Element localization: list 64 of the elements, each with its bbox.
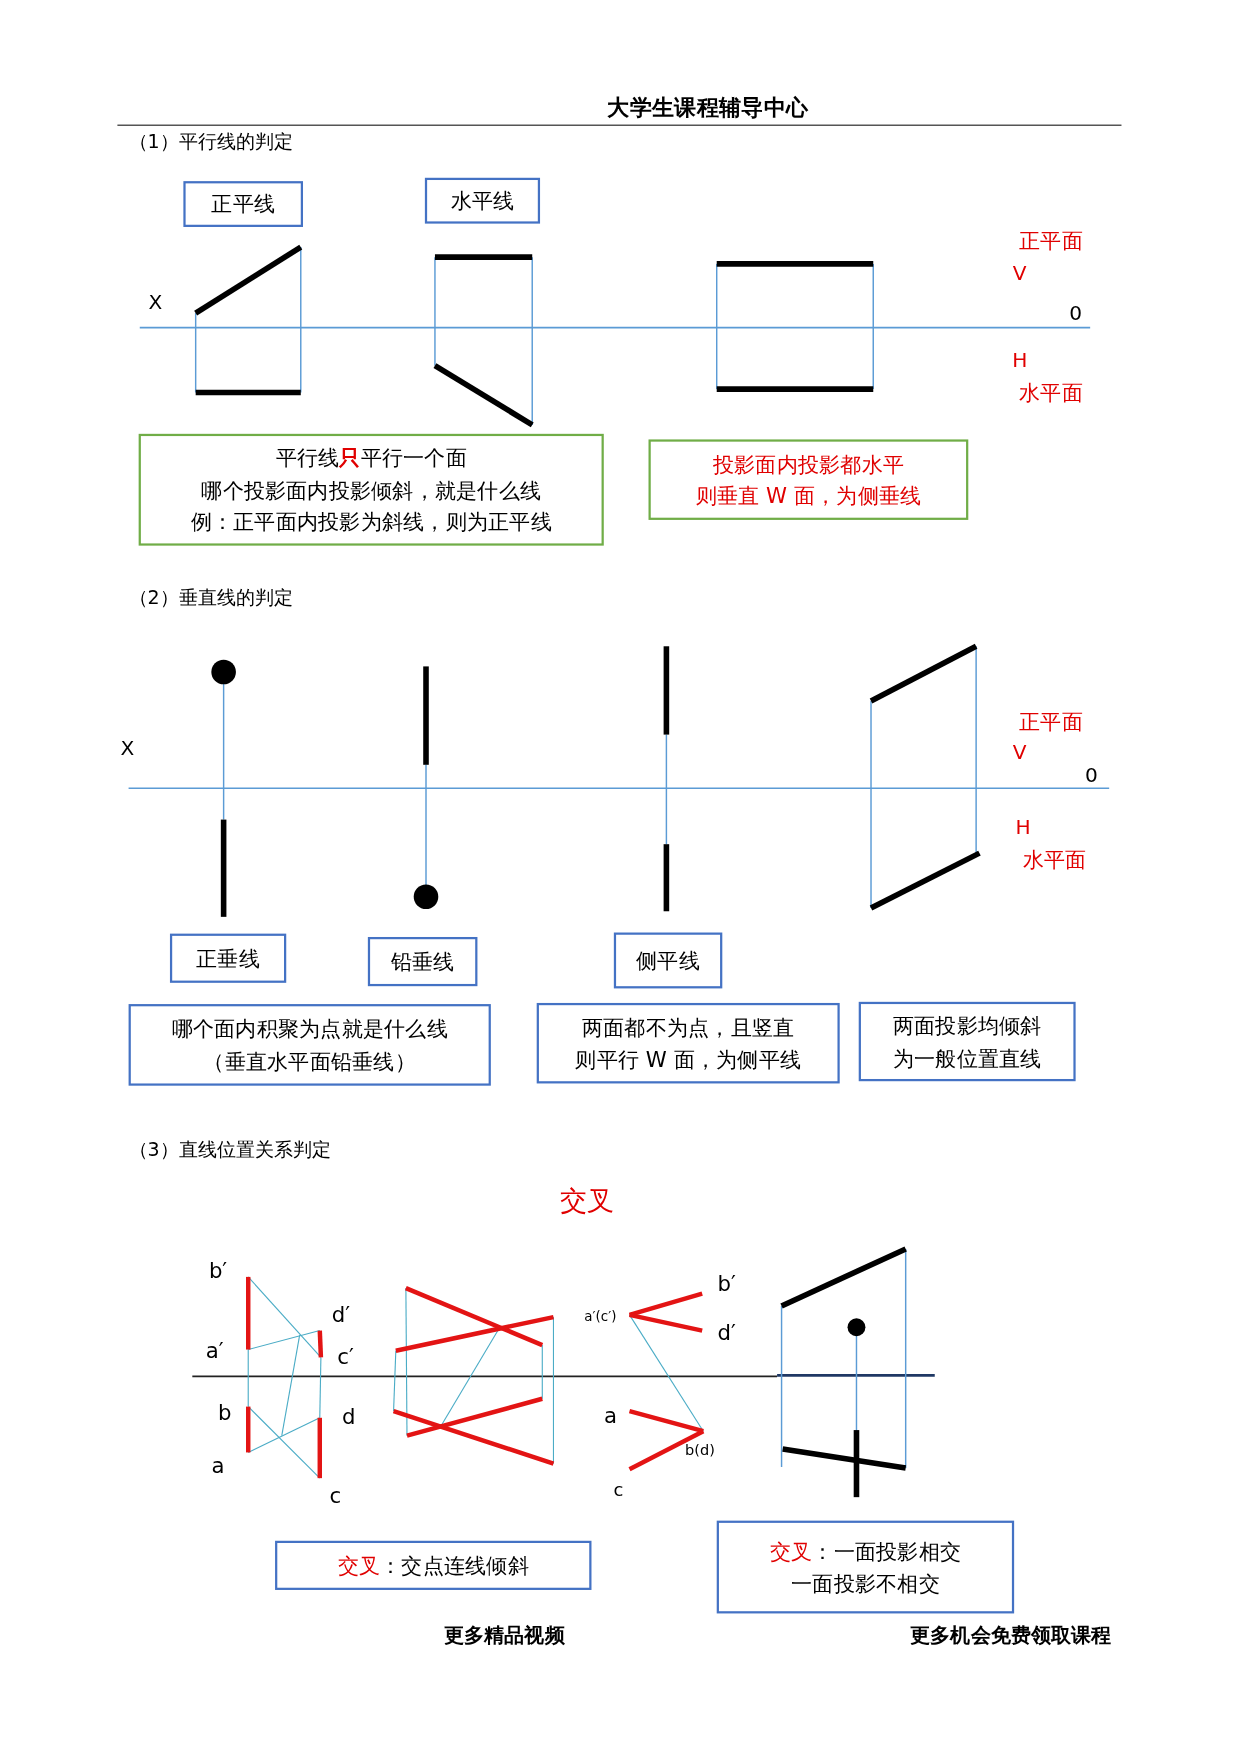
box-text: 一面投影不相交: [791, 1569, 940, 1597]
header-text: 大学生课程辅导中心: [607, 93, 809, 121]
box-text: 两面都不为点，且竖直: [582, 1013, 795, 1042]
axis-label: 0: [1084, 762, 1098, 787]
text-box: [613, 932, 723, 989]
box-text: 两面投影均倾斜: [892, 1012, 1042, 1040]
text-box: [367, 937, 478, 987]
box-text: 铅垂线: [390, 948, 455, 976]
box-text: 例：正平面内投影为斜线，则为正平线: [190, 508, 552, 536]
point-label: d′: [717, 1320, 736, 1346]
box-text: 则平行 W 面，为侧平线: [575, 1045, 802, 1074]
plane-label: H: [1015, 815, 1031, 840]
point-label: c: [613, 1479, 624, 1502]
text-box: [138, 433, 604, 546]
axis-label: 0: [1069, 301, 1083, 326]
plane-label: 水平面: [1022, 847, 1087, 873]
box-text: （垂直水平面铅垂线）: [203, 1047, 416, 1075]
section-heading: （2）垂直线的判定: [128, 585, 293, 609]
box-text: 则垂直 W 面，为侧垂线: [695, 482, 922, 510]
point-label: d: [342, 1403, 356, 1430]
point-label: d′: [331, 1302, 351, 1328]
axis-label: X: [148, 289, 163, 314]
plane-label: V: [1012, 260, 1027, 285]
text-box: [858, 1001, 1076, 1082]
plane-label: 正平面: [1019, 227, 1083, 254]
footer-text: 更多机会免费领取课程: [910, 1622, 1112, 1647]
box-text: 交叉：一面投影相交: [769, 1537, 961, 1566]
plane-label: H: [1012, 347, 1028, 373]
box-text: 平行线只平行一个面: [275, 444, 467, 472]
section-heading: （1）平行线的判定: [128, 130, 293, 154]
text-box: [424, 177, 541, 224]
point-label: a′(c′): [584, 1309, 617, 1326]
point-label: b: [218, 1399, 232, 1425]
text-box: [169, 933, 287, 983]
text-box: [716, 1520, 1015, 1614]
point-label: b′: [208, 1257, 228, 1283]
point-label: a: [604, 1402, 617, 1429]
plane-label: 正平面: [1019, 708, 1083, 734]
box-text: 正平线: [211, 190, 276, 219]
axis-label: X: [120, 735, 135, 761]
box-text: 水平线: [450, 187, 515, 215]
box-text: 交叉：交点连线倾斜: [337, 1551, 529, 1580]
point-label: b′: [717, 1270, 736, 1297]
box-text: 哪个面内积聚为点就是什么线: [171, 1015, 448, 1043]
section-heading: （3）直线位置关系判定: [128, 1138, 331, 1161]
box-text: 为一般位置直线: [892, 1043, 1042, 1072]
box-text: 投影面内投影都水平: [712, 450, 904, 478]
plane-label: V: [1012, 740, 1027, 765]
point-label: b(d): [685, 1441, 715, 1459]
figure-title: 交叉: [560, 1185, 614, 1219]
box-text: 哪个投影面内投影倾斜，就是什么线: [201, 476, 542, 504]
text-box: [128, 1004, 491, 1086]
point-label: c′: [337, 1343, 354, 1369]
box-text: 侧平线: [636, 946, 700, 975]
text-box: [183, 181, 303, 227]
plane-label: 水平面: [1019, 379, 1083, 406]
box-text: 正垂线: [196, 944, 260, 973]
text-box: [648, 439, 969, 520]
point-label: a: [211, 1453, 225, 1479]
point-label: a′: [205, 1337, 224, 1364]
text-box: [275, 1540, 592, 1590]
text-box: [536, 1002, 840, 1084]
point-label: c: [329, 1483, 342, 1509]
footer-text: 更多精品视频: [443, 1622, 565, 1647]
